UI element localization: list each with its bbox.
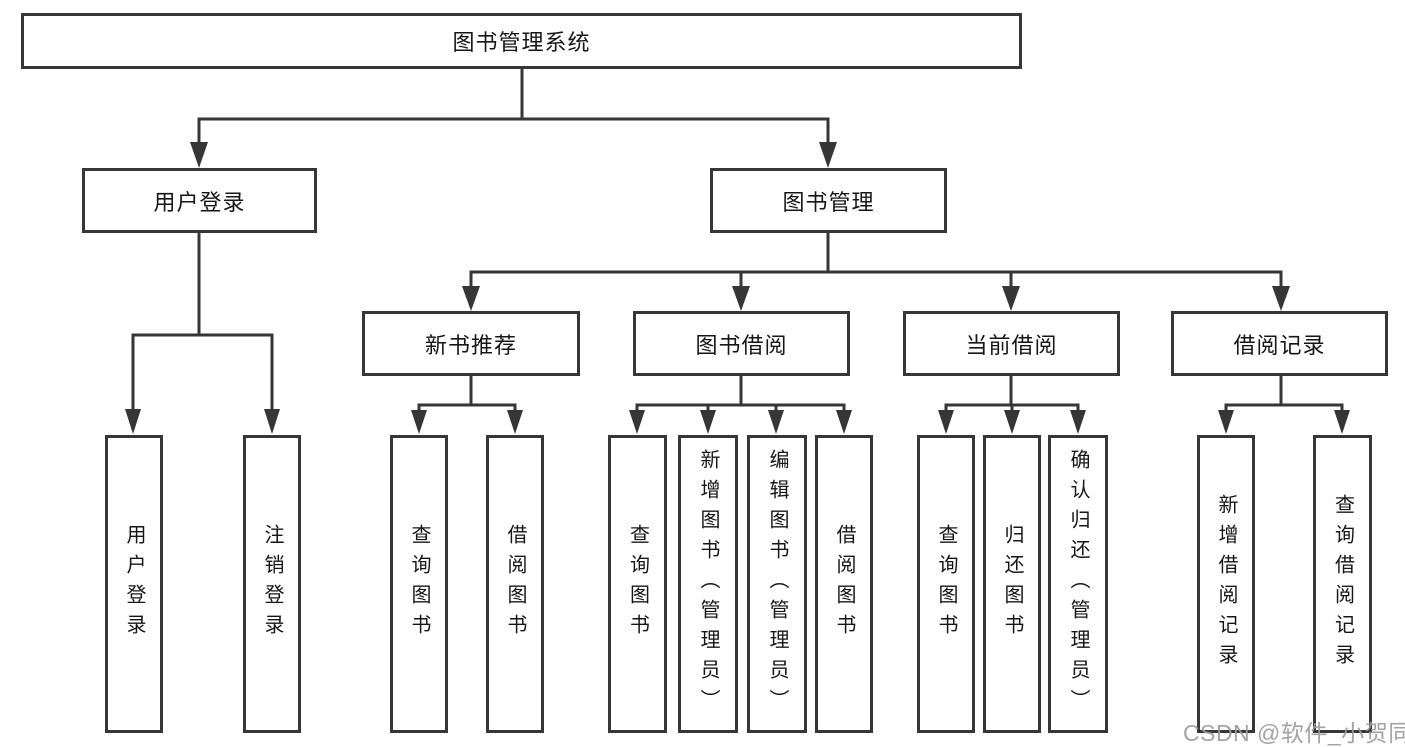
node-label: 新增图书（管理员） <box>697 449 719 719</box>
node-book-borrowing: 图书借阅 <box>633 311 850 376</box>
leaf-add-book-admin: 新增图书（管理员） <box>678 435 738 733</box>
arrow-down-icon <box>507 410 523 434</box>
arrow-down-icon <box>462 286 480 311</box>
csdn-watermark: CSDN @软件_小贺同学 <box>1183 720 1405 746</box>
leaf-query-books: 查询图书 <box>917 435 975 733</box>
node-label: 借阅图书 <box>833 524 855 644</box>
leaf-user-login: 用户登录 <box>105 435 163 733</box>
leaf-query-borrow-record: 查询借阅记录 <box>1313 435 1372 733</box>
node-label: 编辑图书（管理员） <box>766 449 788 719</box>
node-current-borrowing: 当前借阅 <box>903 311 1120 376</box>
node-label: 借阅图书 <box>504 524 526 644</box>
node-label: 确认归还（管理员） <box>1067 449 1089 719</box>
leaf-query-books: 查询图书 <box>390 435 448 733</box>
leaf-borrow-books: 借阅图书 <box>815 435 873 733</box>
leaf-logout: 注销登录 <box>243 435 301 733</box>
node-label: 查询图书 <box>626 524 649 644</box>
node-label: 查询图书 <box>935 524 957 644</box>
leaf-borrow-books: 借阅图书 <box>486 435 544 733</box>
node-label: 图书借阅 <box>695 332 788 358</box>
arrow-down-icon <box>1218 410 1234 434</box>
arrow-down-icon <box>819 142 837 168</box>
arrow-down-icon <box>125 409 141 434</box>
node-label: 图书管理 <box>782 189 875 215</box>
arrow-down-icon <box>768 410 784 434</box>
node-label: 注销登录 <box>261 524 283 644</box>
node-label: 当前借阅 <box>965 332 1058 358</box>
arrow-down-icon <box>190 142 208 168</box>
node-new-book-recommend: 新书推荐 <box>362 311 580 376</box>
arrow-down-icon <box>1002 286 1020 311</box>
arrow-down-icon <box>700 410 716 434</box>
node-label: 新书推荐 <box>424 332 517 358</box>
node-book-management: 图书管理 <box>710 168 947 233</box>
arrow-down-icon <box>1070 410 1086 434</box>
node-label: 新增借阅记录 <box>1215 494 1237 674</box>
node-label: 图书管理系统 <box>452 30 591 55</box>
node-label: 用户登录 <box>123 524 145 644</box>
arrow-down-icon <box>411 410 427 434</box>
node-label: 用户登录 <box>153 189 246 215</box>
node-label: 借阅记录 <box>1233 332 1326 358</box>
leaf-confirm-return-admin: 确认归还（管理员） <box>1048 435 1108 733</box>
arrow-down-icon <box>732 286 750 311</box>
arrow-down-icon <box>938 410 954 434</box>
leaf-query-books: 查询图书 <box>608 435 667 733</box>
arrow-down-icon <box>1272 286 1290 311</box>
arrow-down-icon <box>1334 410 1350 434</box>
arrow-down-icon <box>629 410 645 434</box>
node-label: 查询借阅记录 <box>1331 494 1354 674</box>
node-library-system: 图书管理系统 <box>21 13 1022 69</box>
node-borrowing-records: 借阅记录 <box>1171 311 1388 376</box>
node-label: 查询图书 <box>408 524 430 644</box>
arrow-down-icon <box>836 410 852 434</box>
leaf-edit-book-admin: 编辑图书（管理员） <box>747 435 807 733</box>
arrow-down-icon <box>1004 410 1020 434</box>
node-label: 归还图书 <box>1001 524 1023 644</box>
arrow-down-icon <box>264 409 280 434</box>
leaf-add-borrow-record: 新增借阅记录 <box>1197 435 1255 733</box>
node-user-login: 用户登录 <box>82 168 317 233</box>
leaf-return-books: 归还图书 <box>983 435 1041 733</box>
